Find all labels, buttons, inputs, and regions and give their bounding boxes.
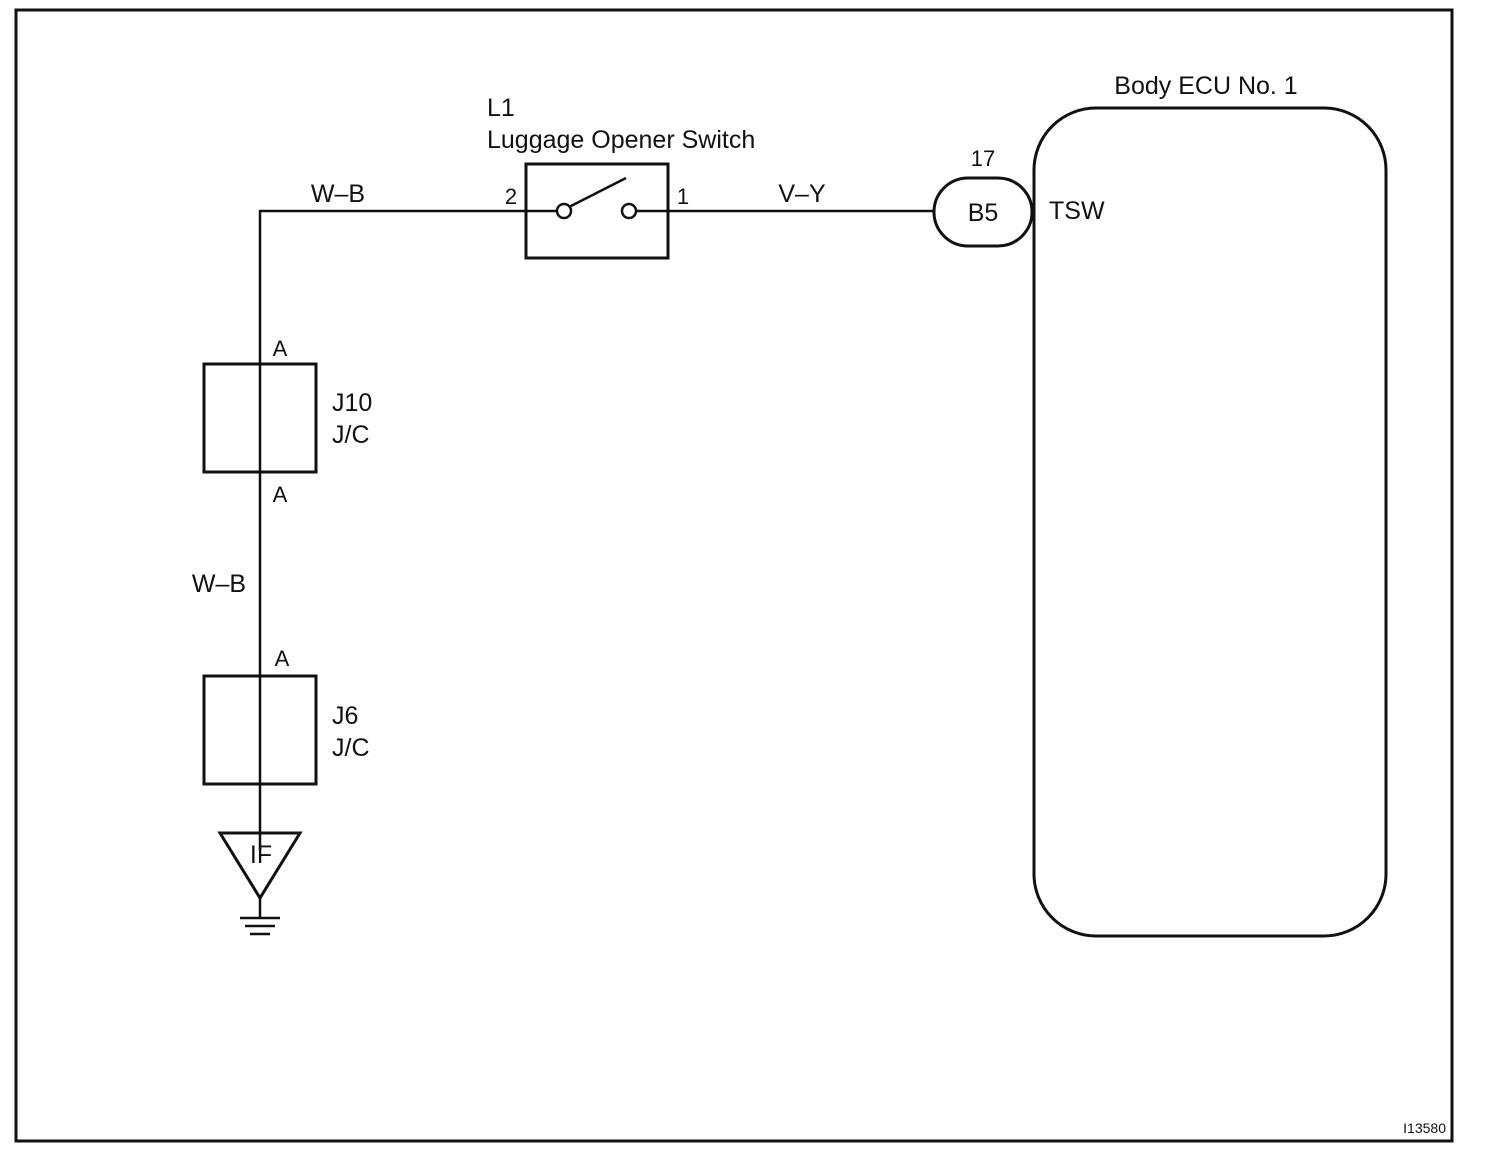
ecu-box	[1032, 106, 1388, 938]
junction-j6-pin-top: A	[275, 646, 290, 671]
switch-pin-right: 1	[677, 184, 689, 209]
switch-code: L1	[487, 94, 515, 122]
wire-color-vertical: W–B	[192, 570, 246, 598]
junction-j6-box	[202, 674, 318, 786]
junction-j10-pin-top: A	[273, 336, 288, 361]
ecu-terminal-label: TSW	[1049, 197, 1105, 225]
connector-code: B5	[968, 199, 999, 227]
junction-j10-pin-bottom: A	[273, 482, 288, 507]
switch-name: Luggage Opener Switch	[487, 126, 755, 154]
junction-j6-type: J/C	[332, 734, 370, 762]
switch-pin-left: 2	[505, 184, 517, 209]
ground-icon	[240, 916, 280, 936]
junction-j10-code: J10	[332, 389, 372, 417]
switch-contact-right	[620, 202, 638, 220]
junction-j10-type: J/C	[332, 421, 370, 449]
switch-lever	[568, 176, 627, 209]
wire-color-top-right: V–Y	[778, 180, 826, 208]
wire-color-top-left: W–B	[311, 180, 365, 208]
junction-j6-code: J6	[332, 702, 358, 730]
figure-id: I13580	[1403, 1120, 1446, 1136]
ground-code: IF	[250, 841, 272, 869]
ground-point-triangle	[217, 831, 303, 901]
ecu-label: Body ECU No. 1	[1114, 72, 1297, 100]
diagram-frame	[14, 8, 1454, 1143]
connector-pin-number: 17	[971, 146, 995, 171]
junction-j10-box	[202, 362, 318, 474]
wire-wb-top	[258, 209, 526, 850]
